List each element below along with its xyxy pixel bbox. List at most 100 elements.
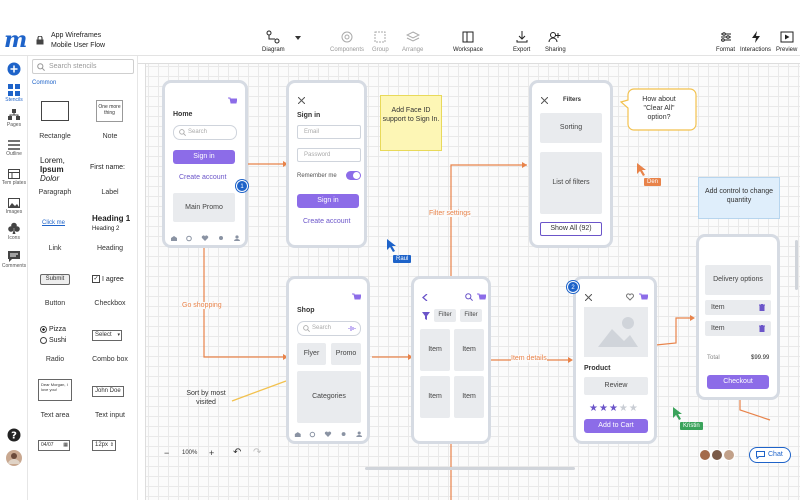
app-logo[interactable]: m xyxy=(4,27,28,53)
shop-categories[interactable]: Categories xyxy=(297,371,361,423)
star-filled-icon[interactable]: ★ xyxy=(608,403,619,414)
close-icon[interactable] xyxy=(541,97,548,104)
stencil-fontsize-preview[interactable]: 12px ⇕ xyxy=(92,440,116,451)
zoom-in-button[interactable]: + xyxy=(209,448,215,458)
list-item[interactable]: Item xyxy=(454,376,484,418)
signin-submit-button[interactable]: Sign in xyxy=(297,194,359,208)
section-common[interactable]: Common xyxy=(32,80,57,86)
phone-cart[interactable]: Delivery options Item Item Total $99.99 … xyxy=(696,234,780,400)
stencil-heading-preview[interactable]: Heading 1 Heading 2 xyxy=(92,214,130,234)
close-icon[interactable] xyxy=(298,97,305,104)
zoom-level[interactable]: 100% xyxy=(182,450,198,456)
trash-icon[interactable] xyxy=(759,325,765,332)
add-to-cart-button[interactable]: Add to Cart xyxy=(584,419,648,433)
tool-icons[interactable]: Icons xyxy=(0,222,28,241)
export-button[interactable]: Export xyxy=(513,30,530,53)
stencil-checkbox-preview[interactable]: ✓ I agree xyxy=(92,275,124,283)
arrange-button[interactable]: Arrange xyxy=(402,30,423,53)
collaborator-avatar[interactable] xyxy=(711,449,723,461)
phone-signin[interactable]: Sign in Email Password Remember me Sign … xyxy=(286,80,367,248)
trash-icon[interactable] xyxy=(759,304,765,311)
product-review[interactable]: Review xyxy=(584,377,648,395)
list-filter-chip-2[interactable]: Filter xyxy=(460,309,482,322)
home-search-input[interactable]: Search xyxy=(173,125,237,140)
label-item-details[interactable]: Item details xyxy=(511,355,547,362)
document-title[interactable]: App Wireframes Mobile User Flow xyxy=(51,31,105,51)
tool-images[interactable]: Images xyxy=(0,198,28,215)
stencil-note-preview[interactable]: One more thing xyxy=(96,100,123,122)
home-main-promo[interactable]: Main Promo xyxy=(173,193,235,222)
list-item[interactable]: Item xyxy=(420,376,450,418)
back-chevron-icon[interactable] xyxy=(422,294,428,301)
star-empty-icon[interactable]: ★ xyxy=(628,403,639,414)
filters-list[interactable]: List of filters xyxy=(540,152,602,214)
phone-filters[interactable]: Filters Sorting List of filters Show All… xyxy=(529,80,613,248)
connector-filter-settings[interactable] xyxy=(450,164,527,276)
shop-tabbar[interactable] xyxy=(289,429,367,441)
signin-create-account-link[interactable]: Create account xyxy=(303,218,351,225)
stencil-combo-preview[interactable]: Select ▾ xyxy=(92,330,122,341)
tool-pages[interactable]: Pages xyxy=(0,109,28,128)
filters-sorting[interactable]: Sorting xyxy=(540,113,602,143)
chat-button[interactable]: Chat xyxy=(749,447,791,463)
label-filter-settings[interactable]: Filter settings xyxy=(429,210,471,217)
stencil-button-preview[interactable]: Submit xyxy=(40,274,70,285)
tool-stencils[interactable]: Stencils xyxy=(0,84,28,103)
user-avatar[interactable] xyxy=(0,450,28,467)
shop-flyer[interactable]: Flyer xyxy=(297,343,326,365)
shop-search-input[interactable]: Search xyxy=(297,321,361,336)
search-icon[interactable] xyxy=(465,293,473,301)
remember-me-toggle[interactable] xyxy=(346,171,361,180)
list-item[interactable]: Item xyxy=(420,329,450,371)
stencil-paragraph-preview[interactable]: Lorem, Ipsum Dolor xyxy=(40,156,65,183)
star-filled-icon[interactable]: ★ xyxy=(598,403,609,414)
canvas-scrollbar-horizontal[interactable] xyxy=(365,467,575,470)
phone-product[interactable]: Product Review ★★★★★ Add to Cart xyxy=(573,276,657,444)
shop-promo[interactable]: Promo xyxy=(331,343,361,365)
stencil-date-preview[interactable]: 04/07 ▦ xyxy=(38,440,70,451)
heart-icon[interactable] xyxy=(626,293,634,301)
components-button[interactable]: Components xyxy=(330,30,364,53)
interactions-button[interactable]: Interactions xyxy=(740,30,771,53)
comment-badge-2[interactable]: 2 xyxy=(567,281,579,293)
home-tabbar[interactable] xyxy=(165,233,245,245)
collaborator-avatar[interactable] xyxy=(723,449,735,461)
filters-show-all-button[interactable]: Show All (92) xyxy=(540,222,602,236)
phone-home[interactable]: Home Search Sign in Create account Main … xyxy=(162,80,248,248)
cart-icon[interactable] xyxy=(477,293,486,301)
product-image-placeholder[interactable] xyxy=(584,307,648,357)
label-go-shopping[interactable]: Go shopping xyxy=(182,302,222,309)
format-button[interactable]: Format xyxy=(716,30,735,53)
stencil-link-preview[interactable]: Click me xyxy=(42,220,66,226)
cart-icon[interactable] xyxy=(639,293,648,301)
product-rating[interactable]: ★★★★★ xyxy=(589,403,639,414)
phone-list[interactable]: Filter Filter Item Item Item Item xyxy=(411,276,491,444)
help-button[interactable]: ? xyxy=(0,428,28,443)
list-item[interactable]: Item xyxy=(454,329,484,371)
group-button[interactable]: Group xyxy=(372,30,389,53)
stencil-label-preview[interactable]: First name: xyxy=(90,164,126,171)
stencil-search-input[interactable]: Search stencils xyxy=(32,59,134,74)
star-filled-icon[interactable]: ★ xyxy=(589,403,599,414)
diagram-menu[interactable]: Diagram xyxy=(262,30,285,53)
workspace-button[interactable]: Workspace xyxy=(453,30,483,53)
phone-shop[interactable]: Shop Search Flyer Promo Categories xyxy=(286,276,370,444)
cart-item-row-2[interactable]: Item xyxy=(705,321,771,336)
tool-outline[interactable]: Outline xyxy=(0,140,28,157)
zoom-out-button[interactable]: − xyxy=(164,448,170,458)
tool-templates[interactable]: Tem plates xyxy=(0,169,28,186)
sharing-button[interactable]: Sharing xyxy=(545,30,566,53)
collaborator-avatar[interactable] xyxy=(699,449,711,461)
close-icon[interactable] xyxy=(585,294,592,301)
cart-delivery-options[interactable]: Delivery options xyxy=(705,265,771,295)
list-filter-chip-1[interactable]: Filter xyxy=(434,309,456,322)
canvas-scrollbar-vertical[interactable] xyxy=(795,240,798,290)
stencil-textinput-preview[interactable]: John Doe xyxy=(92,386,124,397)
connector-go-shopping[interactable] xyxy=(203,248,283,358)
sticky-note-quantity[interactable]: Add control to change quantity xyxy=(698,177,780,219)
chevron-down-icon[interactable] xyxy=(295,36,301,41)
connector-cart-down[interactable] xyxy=(739,400,771,421)
comment-badge-1[interactable]: 1 xyxy=(236,180,248,192)
stencil-radio-preview[interactable]: Pizza Sushi xyxy=(40,324,66,346)
home-create-account-link[interactable]: Create account xyxy=(179,174,227,181)
